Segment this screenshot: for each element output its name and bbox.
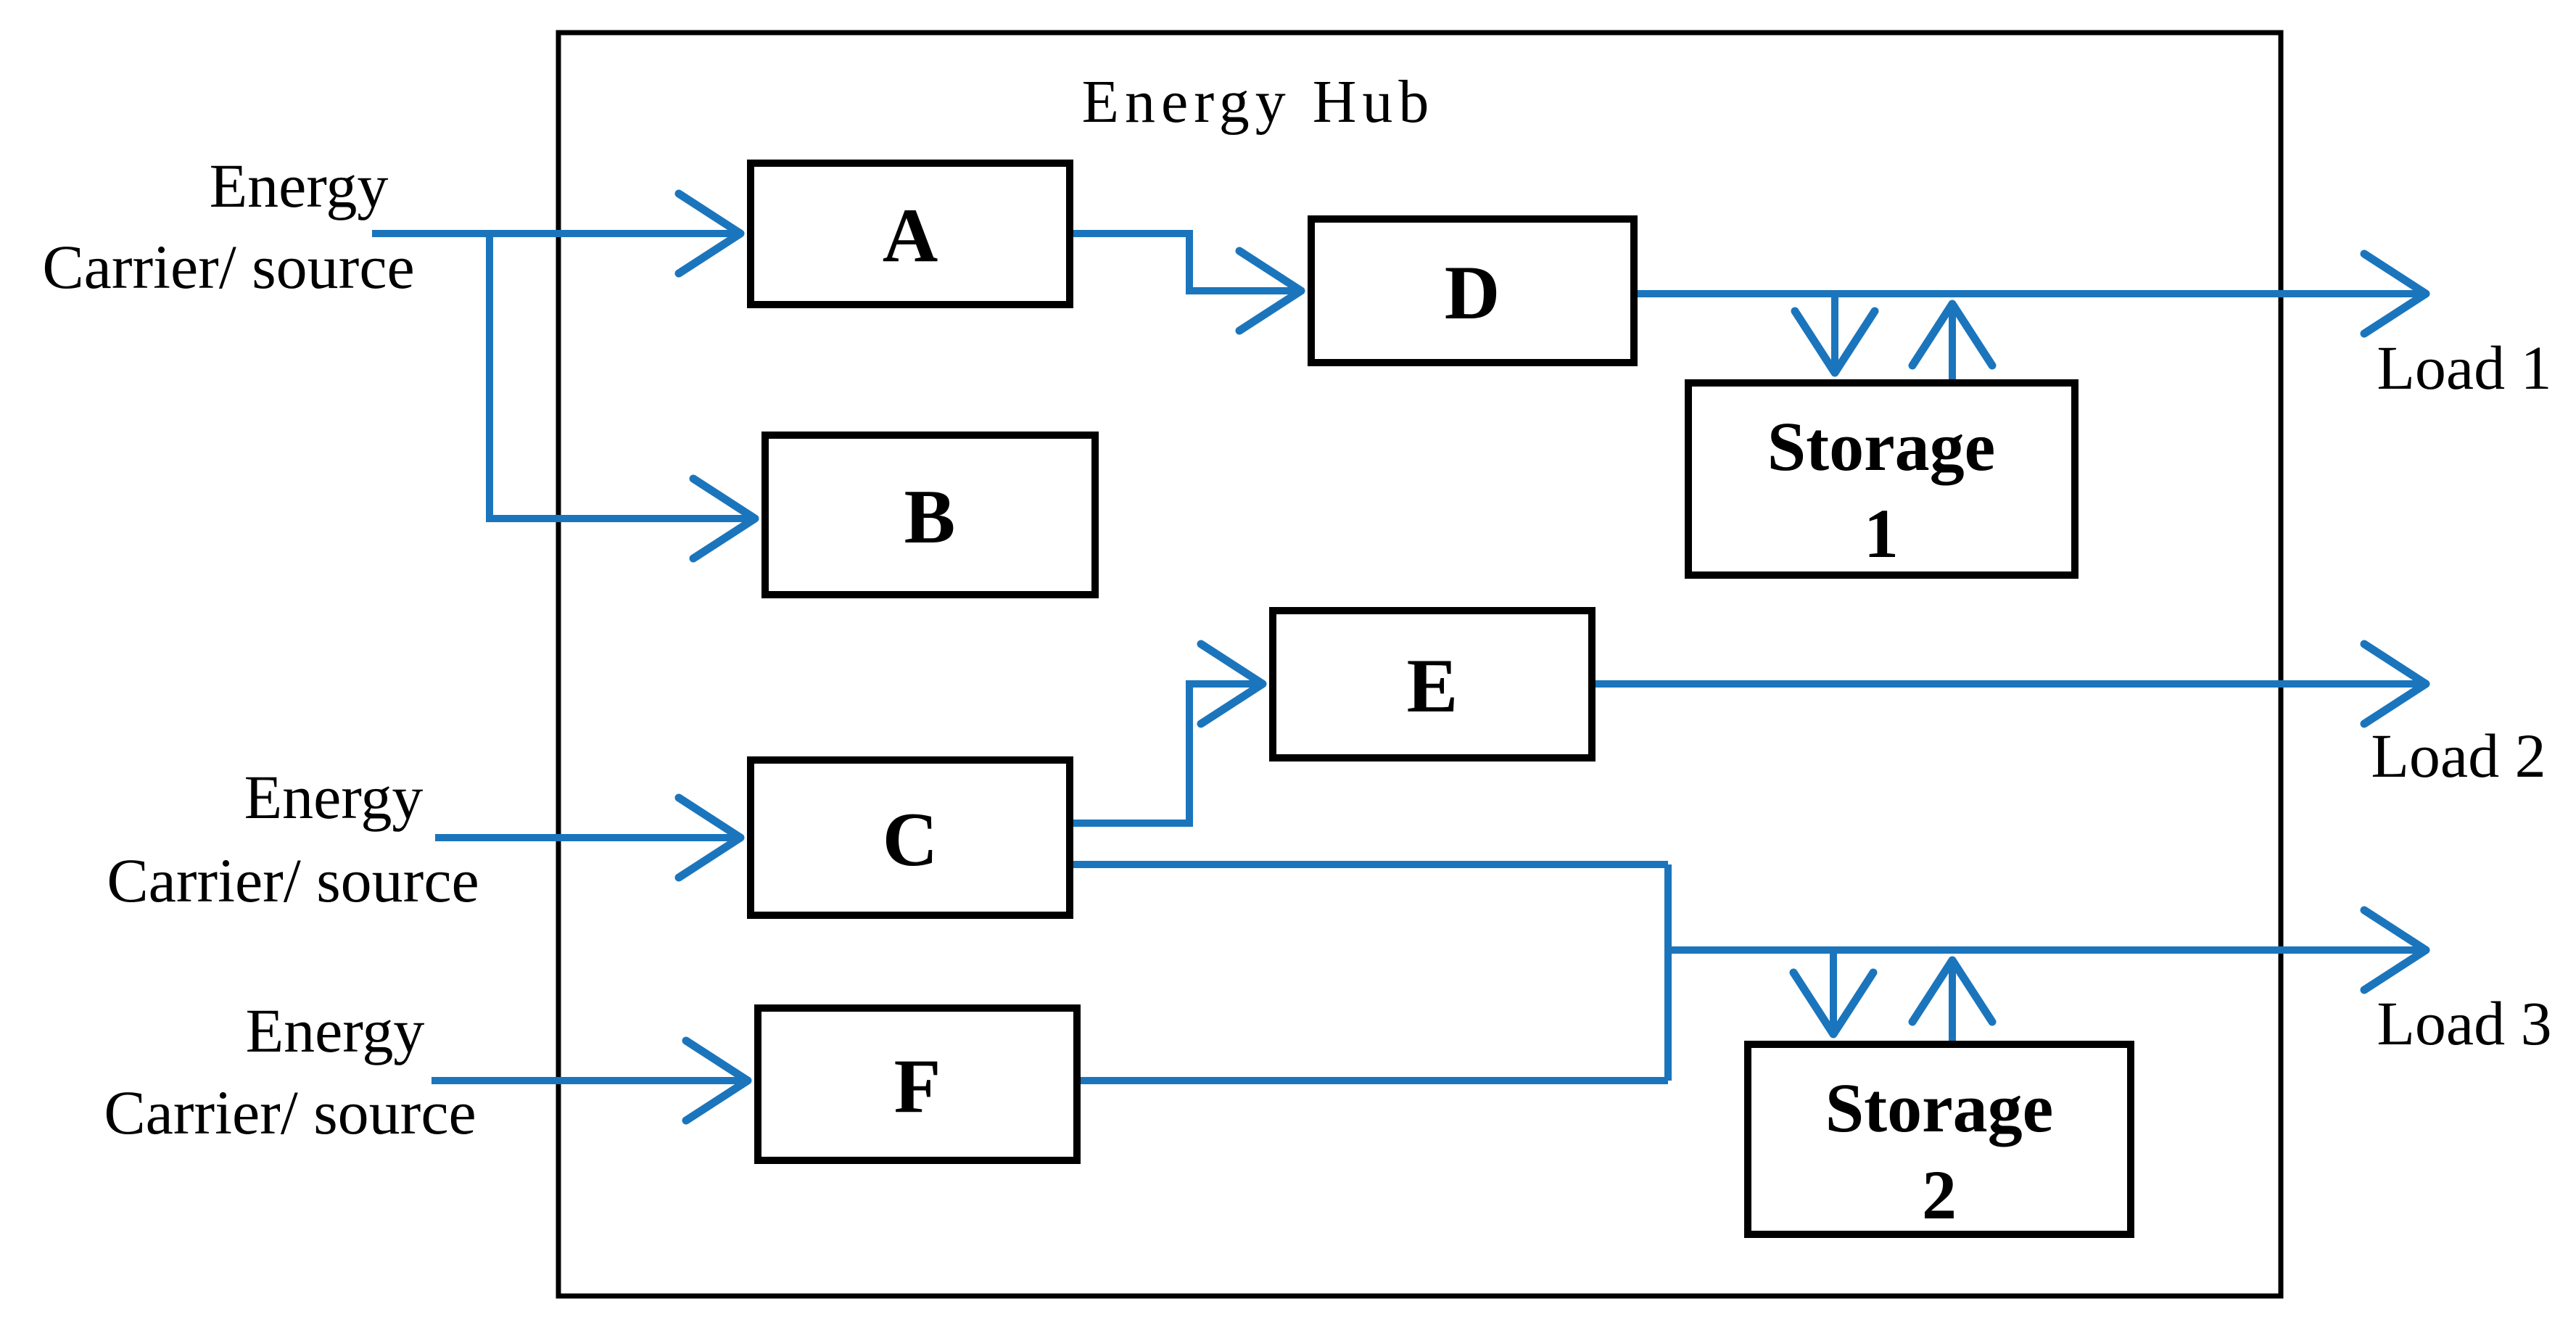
- load-1-label: Load 1: [2377, 333, 2551, 403]
- storage-1-box: [1685, 379, 2078, 579]
- converter-f: F: [754, 1004, 1081, 1164]
- converter-c-label: C: [883, 797, 938, 882]
- input-label-2: Energy Carrier/ source: [107, 762, 479, 915]
- input-label-3-line1: Energy: [246, 996, 425, 1065]
- flow-c-to-e: [1070, 640, 1267, 827]
- storage-2-label-line1: Storage: [1825, 1069, 2054, 1147]
- input-label-2-line2: Carrier/ source: [107, 846, 479, 915]
- load-3-label: Load 3: [2377, 988, 2551, 1058]
- storage-2: Storage 2: [1744, 1041, 2134, 1238]
- converter-e-label: E: [1407, 643, 1458, 728]
- converter-f-box: [754, 1004, 1081, 1164]
- converter-d: D: [1308, 215, 1638, 366]
- storage-1-label-line1: Storage: [1767, 408, 1996, 485]
- converter-c: C: [747, 756, 1073, 919]
- input-label-3: Energy Carrier/ source: [104, 996, 476, 1147]
- storage-1-label-line2: 1: [1864, 495, 1899, 572]
- converter-a-box: [747, 160, 1073, 308]
- converter-a: A: [747, 160, 1073, 308]
- converter-d-box: [1308, 215, 1638, 366]
- flow-a-to-d: [1070, 230, 1305, 335]
- converter-b-box: [761, 432, 1099, 598]
- converter-e-box: [1269, 607, 1595, 761]
- converter-d-label: D: [1445, 250, 1500, 335]
- converter-b-label: B: [904, 474, 956, 559]
- storage-2-label-line2: 2: [1922, 1156, 1957, 1234]
- storage-2-box: [1744, 1041, 2134, 1238]
- hub-boundary: [556, 30, 2284, 1299]
- input-label-1-line2: Carrier/ source: [42, 232, 414, 302]
- converter-c-box: [747, 756, 1073, 919]
- input-label-3-line2: Carrier/ source: [104, 1078, 476, 1147]
- input-label-2-line1: Energy: [244, 762, 424, 832]
- storage-1: Storage 1: [1685, 379, 2078, 579]
- converter-b: B: [761, 432, 1099, 598]
- input-label-1-line1: Energy: [210, 151, 389, 220]
- flow-source1-branch-to-b: [486, 234, 759, 563]
- load-2-label: Load 2: [2371, 721, 2546, 791]
- converter-f-label: F: [894, 1044, 941, 1128]
- hub-title: Energy Hub: [1082, 68, 1435, 136]
- input-label-1: Energy Carrier/ source: [42, 151, 414, 302]
- converter-a-label: A: [883, 193, 938, 278]
- converter-e: E: [1269, 607, 1595, 761]
